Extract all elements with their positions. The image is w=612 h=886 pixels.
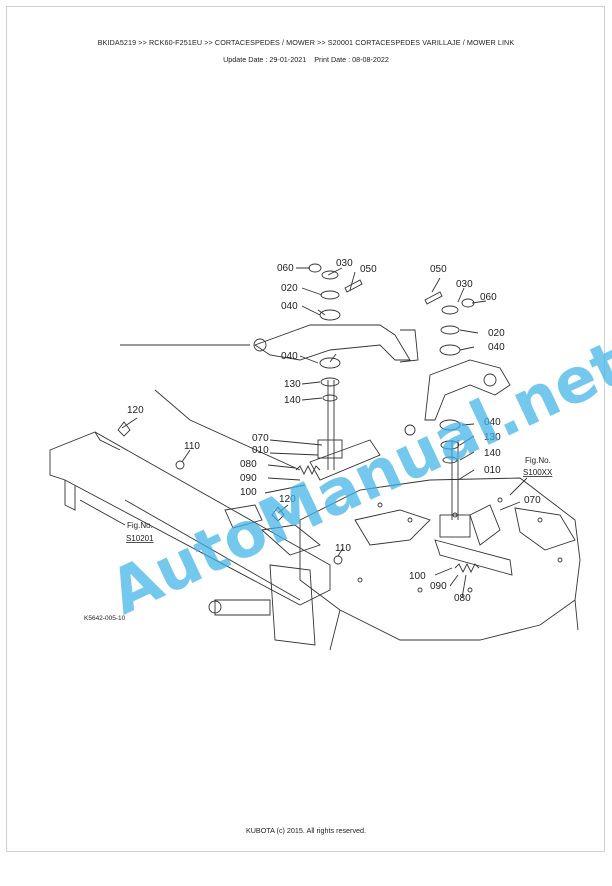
callout-120: 120	[127, 405, 144, 416]
callout-070: 070	[252, 433, 269, 444]
callout-070: 070	[524, 495, 541, 506]
callout-080: 080	[454, 593, 471, 604]
page-frame	[6, 6, 605, 852]
callout-050: 050	[360, 264, 377, 275]
callout-090: 090	[430, 581, 447, 592]
callout-130: 130	[284, 379, 301, 390]
fig-ref-s10201[interactable]: S10201	[126, 534, 154, 543]
callout-050: 050	[430, 264, 447, 275]
callout-120: 120	[279, 494, 296, 505]
copyright-footer: KUBOTA (c) 2015. All rights reserved.	[245, 826, 367, 835]
dates-line: Update Date : 29-01-2021 Print Date : 08…	[0, 55, 612, 64]
fig-ref-label: Fig.No.	[525, 456, 551, 465]
callout-140: 140	[484, 448, 501, 459]
print-date: Print Date : 08-08-2022	[314, 55, 389, 64]
callout-030: 030	[456, 279, 473, 290]
fig-ref-s100xx[interactable]: S100XX	[523, 468, 553, 477]
callout-020: 020	[281, 283, 298, 294]
callout-140: 140	[284, 395, 301, 406]
callout-010: 010	[252, 445, 269, 456]
fig-ref-label: Fig.No.	[127, 521, 153, 530]
update-date: Update Date : 29-01-2021	[223, 55, 307, 64]
callout-040: 040	[281, 301, 298, 312]
callout-100: 100	[240, 487, 257, 498]
callout-090: 090	[240, 473, 257, 484]
callout-040: 040	[488, 342, 505, 353]
drawing-code: K5642-005-10	[84, 615, 126, 622]
callout-040: 040	[281, 351, 298, 362]
callout-030: 030	[336, 258, 353, 269]
callout-060: 060	[480, 292, 497, 303]
callout-020: 020	[488, 328, 505, 339]
callout-100: 100	[409, 571, 426, 582]
callout-080: 080	[240, 459, 257, 470]
breadcrumb: BKIDA5219 >> RCK60-F251EU >> CORTACESPED…	[97, 38, 515, 47]
line-art	[49, 263, 581, 651]
callout-060: 060	[277, 263, 294, 274]
callout-010: 010	[484, 465, 501, 476]
callout-110: 110	[335, 543, 351, 554]
callout-040: 040	[484, 417, 501, 428]
callout-130: 130	[484, 432, 501, 443]
callout-110: 110	[184, 441, 200, 452]
